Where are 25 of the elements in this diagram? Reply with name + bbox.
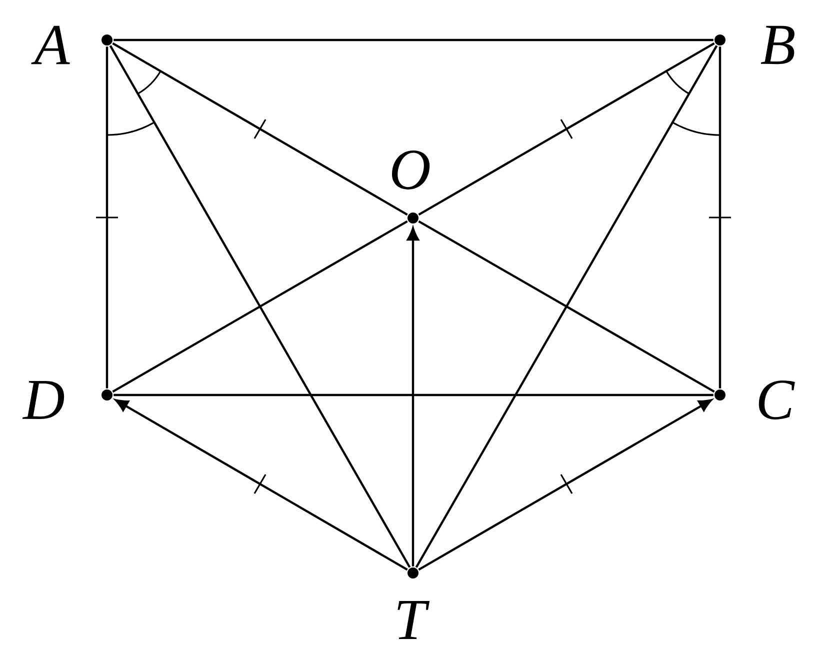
line-segment (418, 399, 712, 571)
point-label: D (22, 380, 64, 420)
line-segment (106, 46, 108, 388)
line-segment (718, 46, 722, 388)
point-label: B (760, 26, 794, 64)
point-label: O (392, 150, 430, 190)
point-dot (714, 390, 726, 400)
point-dot (102, 34, 112, 46)
line-segment (112, 220, 408, 393)
point-dot (714, 34, 726, 46)
point-label: T (398, 601, 430, 639)
line-segment (115, 399, 408, 571)
point-label: A (31, 26, 70, 64)
point-label: C (758, 380, 795, 420)
point-dot (408, 567, 418, 578)
line-segment (112, 42, 408, 216)
point-dot (102, 390, 112, 400)
line-segment (418, 220, 715, 393)
line-segment (415, 45, 718, 568)
line-segment (114, 394, 714, 396)
line-segment (109, 45, 411, 568)
line-segment (418, 42, 715, 216)
line-segment (114, 38, 714, 42)
line-segment (406, 227, 420, 566)
point-dot (408, 212, 418, 224)
